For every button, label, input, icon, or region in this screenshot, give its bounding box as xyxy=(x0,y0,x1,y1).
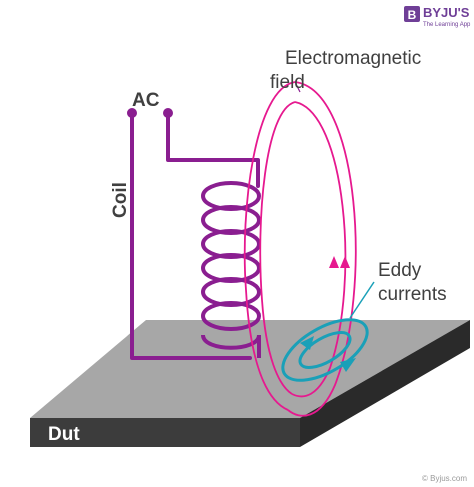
watermark: © Byjus.com xyxy=(422,474,467,483)
eddy-inner-loop xyxy=(298,331,352,369)
electromagnetic-field-loops-back xyxy=(287,81,357,417)
eddy-currents-label-line1: Eddy xyxy=(378,260,422,281)
brand-logo: B BYJU'S The Learning App xyxy=(404,5,471,28)
electromagnetic-field-label-line2: field xyxy=(270,72,305,93)
ac-terminal-left-icon xyxy=(127,108,137,118)
brand-name: BYJU'S xyxy=(423,5,470,20)
field-callout-line xyxy=(295,83,301,93)
field-inner-loop-front xyxy=(259,101,296,395)
coil-turn xyxy=(201,301,261,331)
dut-plate-right-side xyxy=(300,320,470,447)
field-arrow-icon xyxy=(340,256,350,268)
eddy-callout-line xyxy=(349,281,375,319)
ac-label: AC xyxy=(132,90,160,111)
field-inner-loop-back xyxy=(291,101,347,398)
eddy-arrow-icon xyxy=(300,336,314,350)
electromagnetic-field-loops-front xyxy=(243,81,296,411)
eddy-currents-label-line2: currents xyxy=(378,284,447,305)
field-direction-arrows xyxy=(329,256,350,268)
coil-wire xyxy=(130,114,260,360)
coil-label: Coil xyxy=(110,182,131,218)
eddy-arrow-icon xyxy=(340,358,356,372)
field-outer-loop-back xyxy=(287,81,357,417)
field-arrow-icon xyxy=(329,256,339,268)
coil-helix xyxy=(201,181,261,358)
dut-label: Dut xyxy=(48,424,80,445)
coil-bottom-turn xyxy=(201,334,261,358)
dut-plate: Dut xyxy=(30,320,470,447)
eddy-outer-loop xyxy=(281,318,369,382)
brand-tagline: The Learning App xyxy=(423,22,471,28)
dut-plate-top xyxy=(30,320,470,418)
coil-lead-right xyxy=(166,114,260,188)
eddy-direction-arrows xyxy=(300,336,356,372)
brand-mark-icon xyxy=(404,6,420,22)
brand-mark-letter: B xyxy=(408,8,417,22)
dut-plate-front xyxy=(30,418,300,447)
eddy-current-loops xyxy=(281,318,369,382)
coil-lead-left xyxy=(130,114,252,360)
electromagnetic-field-label-line1: Electromagnetic xyxy=(285,48,421,69)
ac-terminal-right-icon xyxy=(163,108,173,118)
field-outer-loop-front xyxy=(243,81,296,411)
